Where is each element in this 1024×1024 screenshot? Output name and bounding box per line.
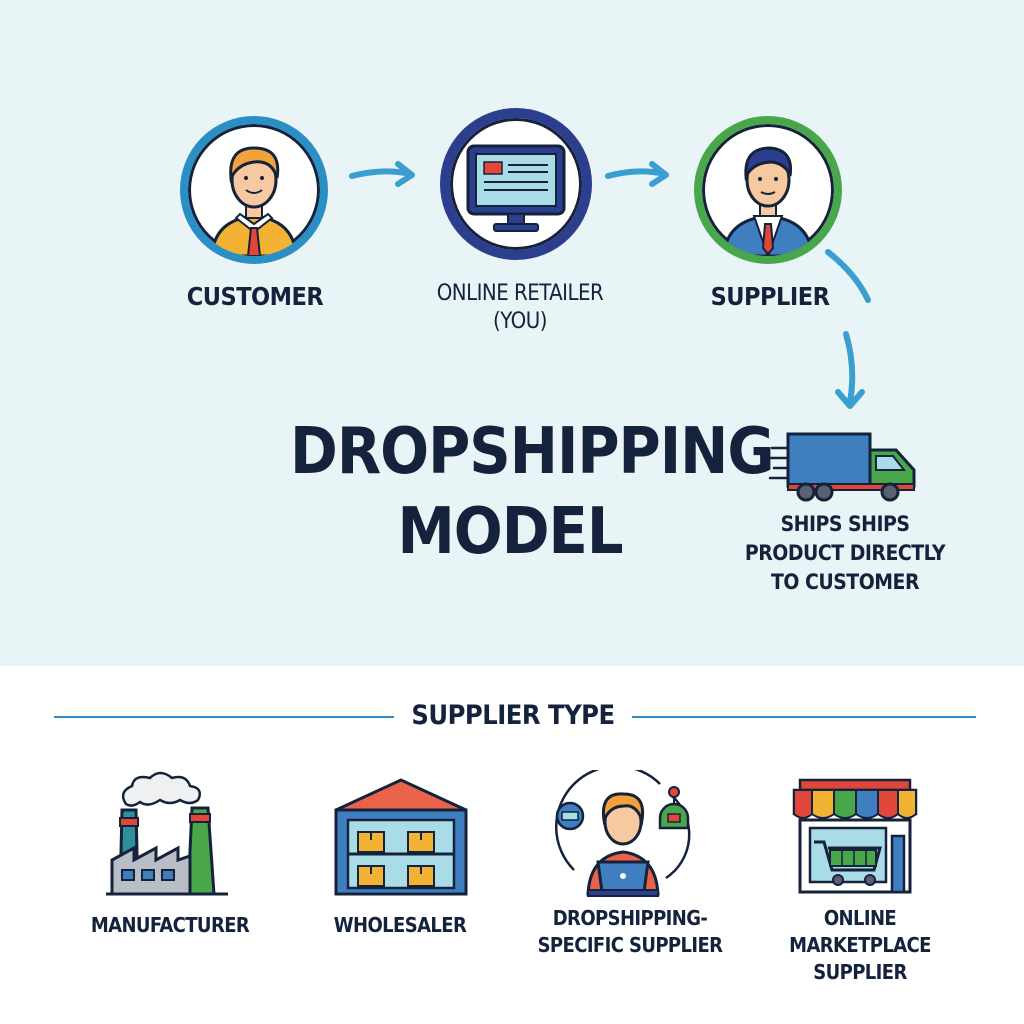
online-retailer-label-line1: ONLINE RETAILER	[436, 281, 604, 306]
supplier-type-marketplace-line2: SUPPLIER	[813, 960, 907, 984]
customer-person-icon	[210, 146, 298, 256]
shipping-caption-line1: SHIPS SHIPS	[780, 512, 910, 536]
supplier-businessman-icon	[722, 146, 814, 256]
computer-monitor-icon	[466, 144, 566, 232]
shipping-caption-line3: TO CUSTOMER	[770, 570, 920, 594]
title-line2: MODEL	[397, 495, 623, 569]
supplier-type-dropshipping-line2: SPECIFIC SUPPLIER	[537, 933, 723, 957]
delivery-truck-icon	[768, 432, 916, 502]
section-divider-left	[54, 716, 394, 718]
supplier-node	[694, 116, 842, 264]
supplier-type-manufacturer: MANUFACTURER	[90, 913, 250, 937]
title-line1: DROPSHIPPING	[290, 415, 775, 489]
supplier-label: SUPPLIER	[710, 282, 830, 311]
warehouse-icon	[334, 778, 468, 896]
page-title: DROPSHIPPING MODEL	[290, 412, 775, 572]
shipping-caption-line2: PRODUCT DIRECTLY	[744, 541, 946, 565]
supplier-type-dropshipping-line1: DROPSHIPPING-	[552, 906, 708, 930]
section-divider-right	[632, 716, 976, 718]
online-retailer-label-line2: (YOU)	[493, 309, 547, 334]
supplier-type-heading: SUPPLIER TYPE	[411, 700, 615, 731]
customer-node	[180, 116, 328, 264]
customer-label: CUSTOMER	[186, 282, 324, 311]
supplier-type-wholesaler: WHOLESALER	[333, 913, 467, 937]
factory-icon	[106, 771, 228, 896]
online-retailer-node	[440, 108, 592, 260]
storefront-cart-icon	[792, 778, 918, 894]
supplier-type-marketplace-line1: ONLINE MARKETPLACE	[789, 906, 931, 957]
laptop-person-icon	[555, 770, 691, 897]
online-retailer-label: ONLINE RETAILER (YOU)	[420, 280, 620, 336]
shipping-caption: SHIPS SHIPS PRODUCT DIRECTLY TO CUSTOMER	[740, 510, 950, 597]
supplier-type-online-marketplace: ONLINE MARKETPLACE SUPPLIER	[760, 905, 960, 986]
supplier-type-dropshipping-specific: DROPSHIPPING- SPECIFIC SUPPLIER	[530, 905, 730, 959]
